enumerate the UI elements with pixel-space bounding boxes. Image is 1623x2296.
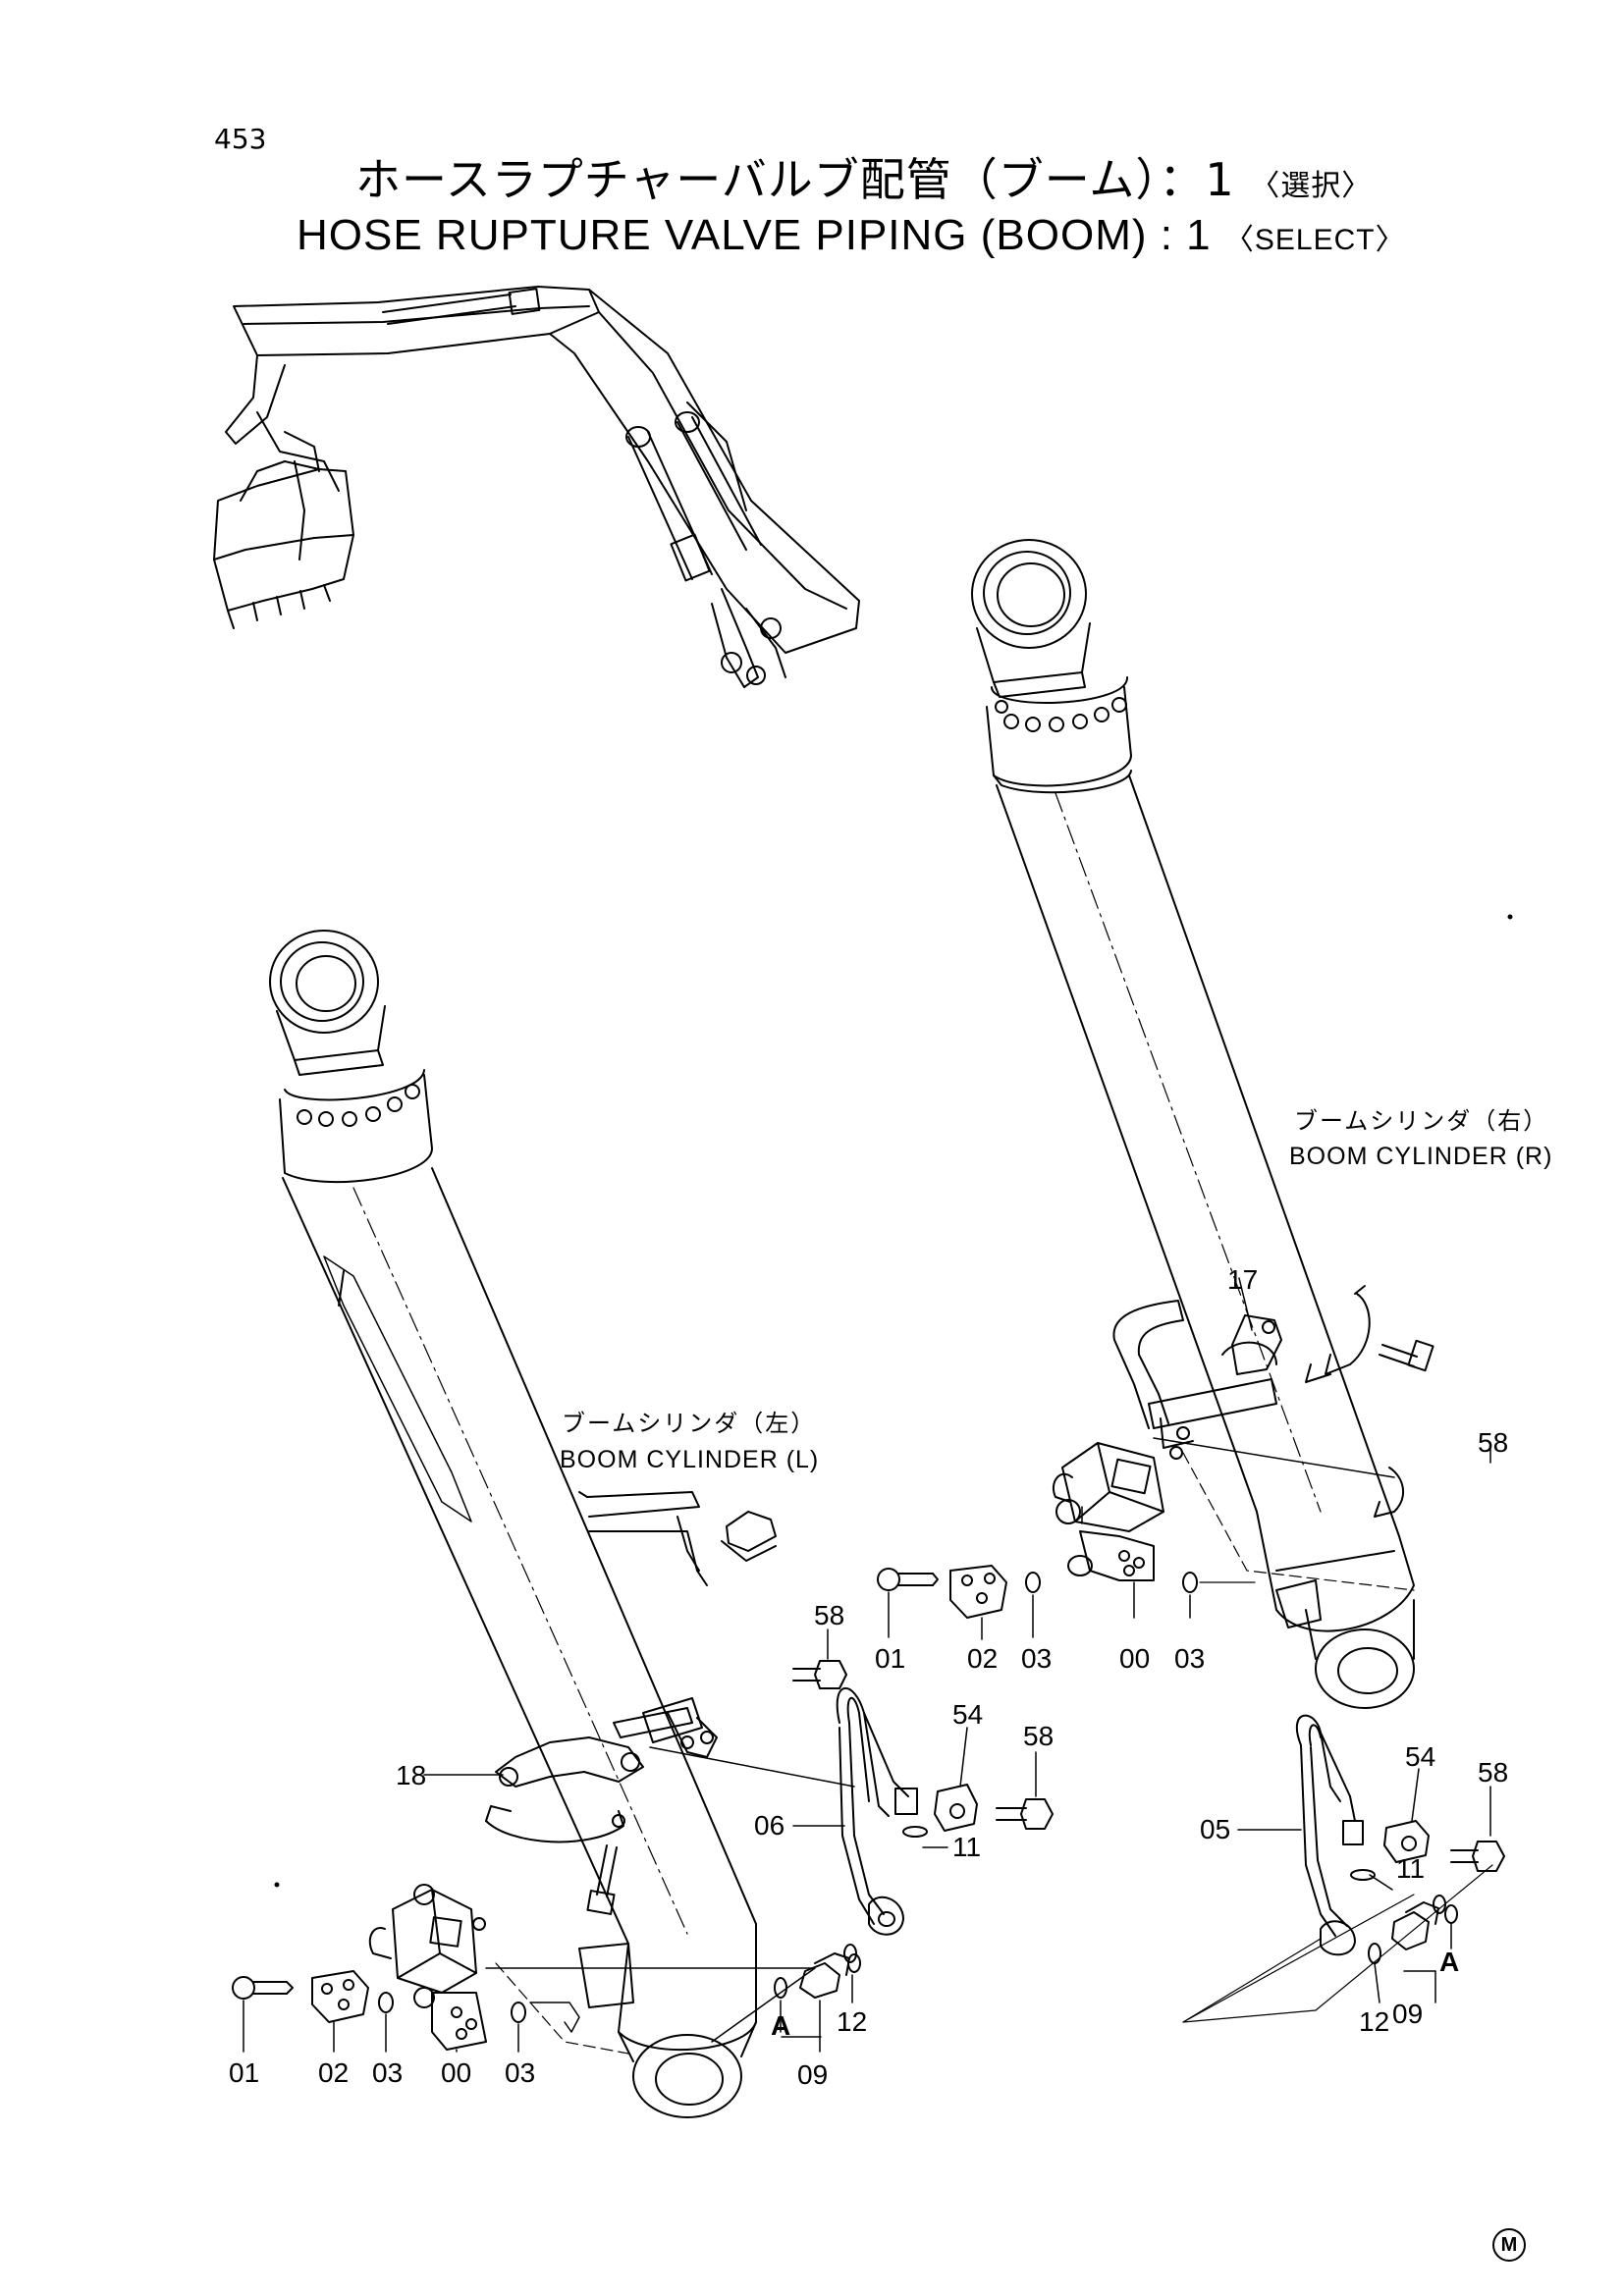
part-label-58-left: 58 xyxy=(1023,1721,1055,1751)
part-label-54-right: 54 xyxy=(1405,1741,1436,1772)
part-label-02-bottom: 02 xyxy=(318,2057,350,2088)
part-label-01-mid: 01 xyxy=(875,1643,906,1674)
part-label-06: 06 xyxy=(754,1810,785,1841)
part-label-02-mid: 02 xyxy=(967,1643,999,1674)
part-label-05: 05 xyxy=(1200,1814,1231,1844)
part-label-09-right: 09 xyxy=(1392,1999,1424,2029)
part-label-00-bottom: 00 xyxy=(441,2057,472,2088)
title-english-main: HOSE RUPTURE VALVE PIPING (BOOM) : 1 xyxy=(297,211,1212,259)
part-label-09-bottom: 09 xyxy=(797,2059,829,2090)
corner-mark-circle-m: M xyxy=(1492,2228,1526,2262)
title-japanese-tag: 〈選択〉 xyxy=(1250,169,1373,203)
caption-right-en: BOOM CYLINDER (R) xyxy=(1289,1143,1553,1170)
caption-left-en: BOOM CYLINDER (L) xyxy=(560,1446,820,1473)
part-label-03-bottom-a: 03 xyxy=(372,2057,404,2088)
part-label-58-right-bottom: 58 xyxy=(1478,1757,1509,1788)
boom-cylinder-right xyxy=(972,540,1414,1708)
title-japanese-main: ホースラプチャーバルブ配管（ブーム）：1 xyxy=(355,153,1235,206)
right-pipe-05 xyxy=(1183,1716,1504,2022)
part-label-54-left: 54 xyxy=(952,1699,984,1730)
part-label-A-right: A xyxy=(1439,1947,1460,1977)
part-label-03-mid: 03 xyxy=(1021,1643,1053,1674)
mid-fastener-group xyxy=(793,1566,1255,1688)
part-label-18: 18 xyxy=(396,1760,427,1790)
part-label-03-right: 03 xyxy=(1174,1643,1206,1674)
part-label-11-right: 11 xyxy=(1396,1853,1426,1884)
boom-cylinder-left xyxy=(270,931,756,2117)
part-label-58-mid: 58 xyxy=(814,1600,845,1630)
part-label-A-bottom: A xyxy=(771,2010,791,2041)
excavator-overview-illustration xyxy=(214,287,859,687)
title-english-tag: 〈SELECT〉 xyxy=(1223,224,1406,256)
title-japanese: ホースラプチャーバルブ配管（ブーム）：1 〈選択〉 xyxy=(355,157,1372,202)
bottom-left-fastener-group xyxy=(233,1971,579,2032)
part-label-11-left: 11 xyxy=(952,1832,982,1862)
title-english: HOSE RUPTURE VALVE PIPING (BOOM) : 1 〈SE… xyxy=(297,214,1406,257)
left-valve-assembly xyxy=(370,1492,854,2054)
part-label-01-bottom: 01 xyxy=(229,2057,260,2088)
part-label-17: 17 xyxy=(1227,1264,1259,1295)
part-label-58-right-top: 58 xyxy=(1478,1427,1509,1458)
page-number: 453 xyxy=(214,123,267,155)
part-label-00-right: 00 xyxy=(1119,1643,1151,1674)
left-pipe-06 xyxy=(775,1688,1053,1998)
part-label-12-bottom: 12 xyxy=(837,2006,868,2037)
leader-lines xyxy=(243,1278,1490,2052)
part-label-12-right: 12 xyxy=(1359,2006,1390,2037)
part-label-03-bottom-b: 03 xyxy=(505,2057,536,2088)
caption-left-jp: ブームシリンダ（左） xyxy=(562,1410,817,1437)
right-valve-assembly xyxy=(1054,1286,1434,1590)
caption-right-jp: ブームシリンダ（右） xyxy=(1294,1107,1549,1135)
